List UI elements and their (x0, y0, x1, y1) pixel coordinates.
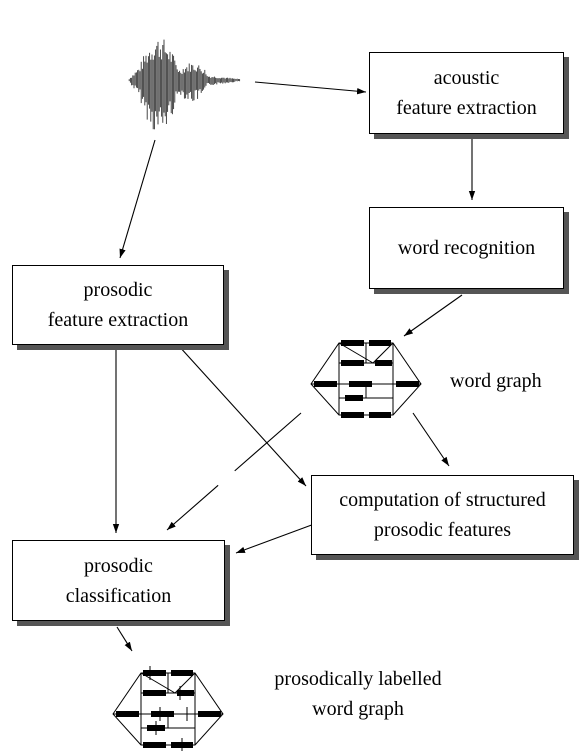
word-graph-icon (310, 340, 422, 418)
word-recognition-label: word recognition (397, 237, 536, 259)
arrow-word-graph-to-classification (166, 412, 302, 531)
speech-waveform-icon (128, 39, 241, 130)
arrow-word-graph-to-computation (412, 412, 450, 467)
acoustic-feature-extraction-box: acoustic feature extraction (369, 52, 564, 134)
word-graph-label: word graph (450, 370, 542, 392)
labelled-word-graph-label: prosodically labelled word graph (274, 668, 442, 720)
prosodic-feature-extraction-box: prosodic feature extraction (12, 265, 224, 345)
arrow-computation-to-classification (235, 522, 318, 554)
prosodic-classification-label: prosodic classification (65, 554, 172, 607)
prosodic-feature-extraction-label: prosodic feature extraction (47, 279, 189, 331)
arrow-waveform-to-acoustic (254, 81, 367, 95)
labelled-word-graph-icon (112, 666, 224, 751)
prosodic-classification-box: prosodic classification (12, 540, 225, 621)
arrow-waveform-to-prosodic-extraction (119, 139, 156, 259)
word-recognition-box: word recognition (369, 207, 564, 289)
computation-structured-features-box: computation of structured prosodic featu… (311, 475, 574, 555)
arrow-word-recognition-to-word-graph (403, 294, 463, 337)
arrow-classification-to-labelled-graph (116, 626, 133, 652)
arrow-prosodic-extraction-to-computation (177, 344, 307, 487)
computation-structured-features-label: computation of structured prosodic featu… (339, 489, 546, 541)
acoustic-feature-extraction-label: acoustic feature extraction (396, 67, 537, 119)
